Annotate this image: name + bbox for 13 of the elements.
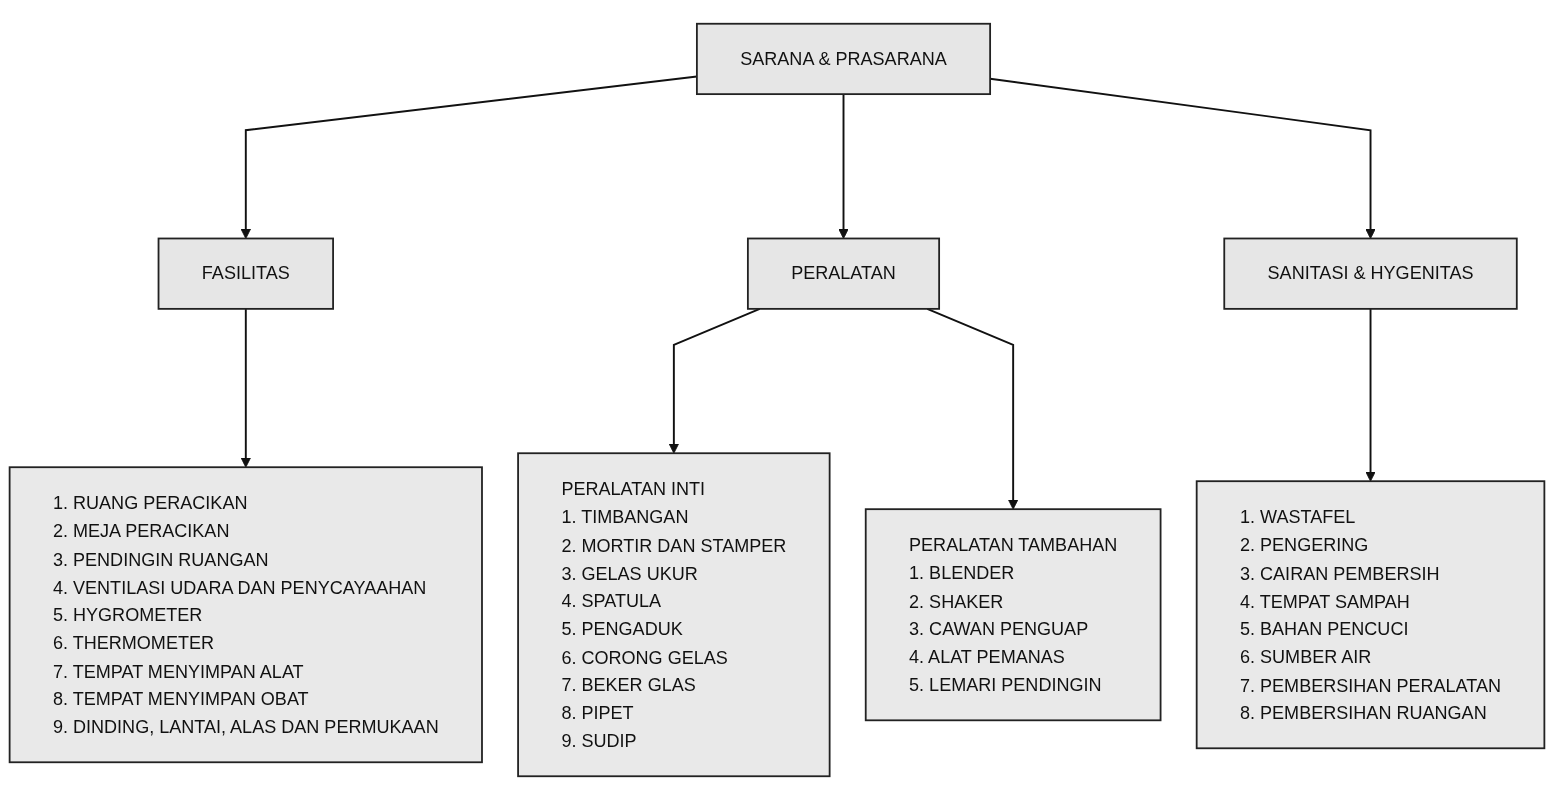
node-box: PERALATAN	[747, 237, 941, 310]
node-box: SARANA & PRASARANA	[696, 22, 991, 96]
node-box: 1. RUANG PERACIKAN 2. MEJA PERACIKAN 3. PENDINGIN RUANGAN 4. VENTILASI UDARA DAN PENYCAYAAHAN 5. HYGROMETER 6. THERMOMETER 7. TEMPAT MENYIMPAN ALAT 8. TEMPAT MENYIMPAN OBAT 9. DINDING, LANTAI, ALAS DAN PERMUKAAN	[8, 466, 483, 764]
node-box: PERALATAN TAMBAHAN 1. BLENDER 2. SHAKER 3. CAWAN PENGUAP 4. ALAT PEMANAS 5. LEMARI PENDINGIN	[864, 508, 1162, 722]
node-box: SANITASI & HYGENITAS	[1223, 237, 1518, 310]
arrow	[1365, 307, 1376, 482]
node-box: PERALATAN INTI 1. TIMBANGAN 2. MORTIR DAN STAMPER 3. GELAS UKUR 4. SPATULA 5. PENGADUK 6. CORONG GELAS 7. BEKER GLAS 8. PIPET 9. SUDIP	[517, 452, 831, 778]
arrow	[240, 307, 252, 468]
node-box: FASILITAS	[157, 237, 334, 310]
arrow	[838, 93, 849, 239]
arrow	[926, 307, 1019, 510]
node-box: 1. WASTAFEL 2. PENGERING 3. CAIRAN PEMBERSIH 4. TEMPAT SAMPAH 5. BAHAN PENCUCI 6. SUMBER AIR 7. PEMBERSIHAN PERALATAN 8. PEMBERSIHAN RUANGAN	[1195, 480, 1546, 750]
arrow	[668, 307, 761, 454]
